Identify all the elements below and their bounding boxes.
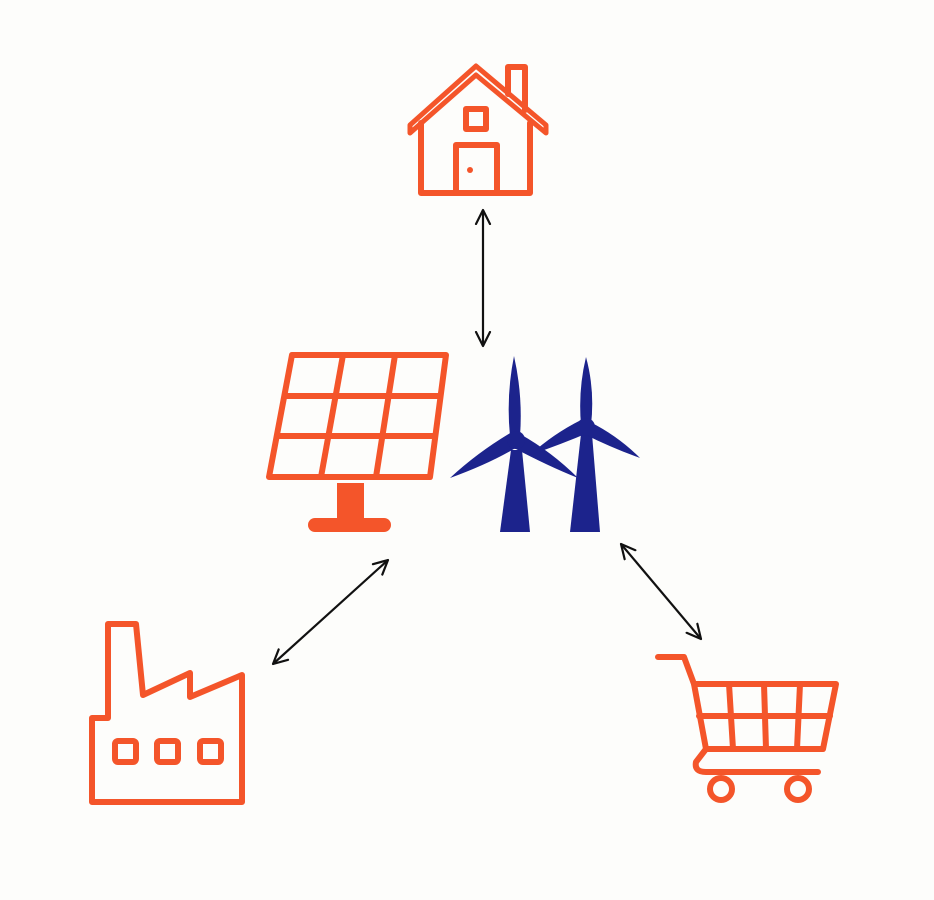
- shopping-cart-icon: [655, 654, 839, 803]
- solar-panel-icon: [266, 352, 449, 532]
- arrow-hub-factory: [273, 560, 388, 664]
- factory-icon: [89, 621, 245, 805]
- connections: [273, 210, 701, 664]
- wind-turbine-icon: [450, 356, 640, 532]
- arrow-hub-cart: [621, 544, 701, 639]
- house-icon: [407, 63, 549, 196]
